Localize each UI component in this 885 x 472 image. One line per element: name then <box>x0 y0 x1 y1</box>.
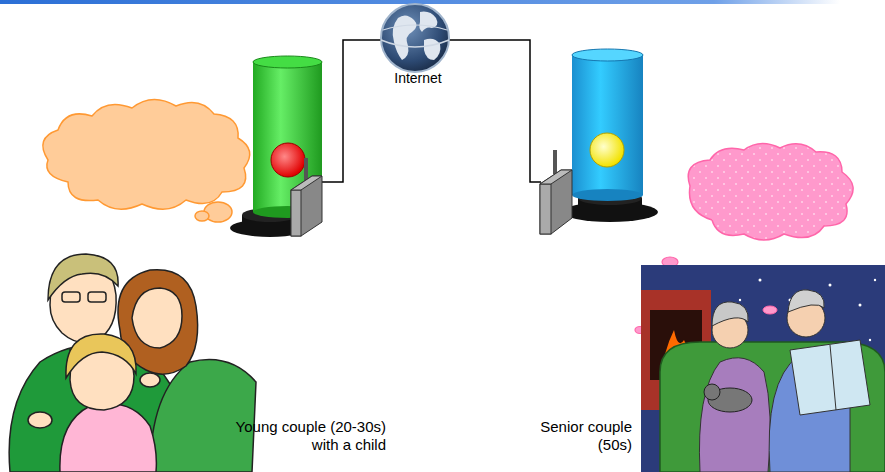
caption-label: Senior couple (50s) <box>520 418 632 454</box>
caption-label: Young couple (20-30s) with a child <box>228 418 386 454</box>
network-label: Internet <box>388 70 448 87</box>
